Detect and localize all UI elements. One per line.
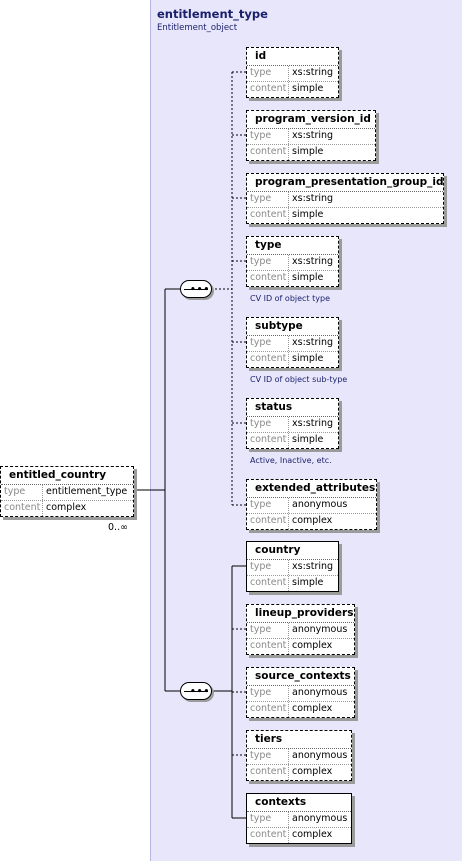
element-name: lineup_providers	[247, 605, 354, 623]
type-label: type	[247, 498, 289, 513]
content-value: simple	[292, 146, 324, 157]
type-value: xs:string	[292, 418, 334, 429]
content-value: simple	[292, 577, 324, 588]
content-value: complex	[46, 502, 87, 513]
content-value: complex	[292, 829, 333, 840]
content-label: content	[247, 576, 289, 591]
type-value: anonymous	[292, 687, 348, 698]
type-label: type	[247, 686, 289, 701]
type-label: type	[247, 812, 289, 827]
complex-type-title: entitlement_type	[157, 7, 268, 21]
type-value: xs:string	[292, 256, 334, 267]
type-value: anonymous	[292, 499, 348, 510]
content-label: content	[247, 82, 289, 97]
content-label: content	[247, 514, 289, 529]
type-label: type	[247, 192, 289, 207]
element-name: program_version_id	[247, 111, 375, 129]
element-name: type	[247, 237, 338, 255]
content-label: content	[247, 702, 289, 717]
type-label: type	[247, 749, 289, 764]
element-name: country	[247, 542, 338, 560]
content-value: simple	[292, 353, 324, 364]
type-label: type	[247, 66, 289, 81]
type-value: xs:string	[292, 193, 334, 204]
content-value: complex	[292, 766, 333, 777]
annotation-subtype: CV ID of object sub-type	[250, 375, 348, 384]
type-label: type	[1, 485, 43, 500]
type-label: type	[247, 623, 289, 638]
element-name: contexts	[247, 794, 351, 812]
content-label: content	[247, 828, 289, 843]
element-name: tiers	[247, 731, 351, 749]
sequence-compositor-1[interactable]: •••	[180, 280, 212, 298]
type-label: type	[247, 255, 289, 270]
type-label: type	[247, 129, 289, 144]
element-name: extended_attributes	[247, 480, 376, 498]
content-label: content	[247, 208, 289, 223]
content-value: simple	[292, 434, 324, 445]
root-element-name: entitled_country	[1, 467, 133, 485]
type-value: xs:string	[292, 561, 334, 572]
content-value: simple	[292, 83, 324, 94]
type-value: xs:string	[292, 67, 334, 78]
type-label: type	[247, 417, 289, 432]
type-value: entitlement_type	[46, 486, 128, 497]
content-label: content	[247, 352, 289, 367]
type-value: xs:string	[292, 130, 334, 141]
content-label: content	[1, 501, 43, 516]
type-value: xs:string	[292, 337, 334, 348]
content-value: complex	[292, 640, 333, 651]
sequence-compositor-2[interactable]: •••	[180, 682, 212, 700]
element-name: source_contexts	[247, 668, 354, 686]
type-label: type	[247, 560, 289, 575]
content-value: simple	[292, 209, 324, 220]
annotation-type: CV ID of object type	[250, 294, 330, 303]
content-label: content	[247, 271, 289, 286]
annotation-status: Active, Inactive, etc.	[250, 456, 332, 465]
content-label: content	[247, 765, 289, 780]
content-label: content	[247, 145, 289, 160]
content-value: complex	[292, 515, 333, 526]
element-name: program_presentation_group_id	[247, 174, 443, 192]
content-value: complex	[292, 703, 333, 714]
element-name: status	[247, 399, 338, 417]
element-name: id	[247, 48, 338, 66]
content-value: simple	[292, 272, 324, 283]
type-value: anonymous	[292, 750, 348, 761]
content-label: content	[247, 433, 289, 448]
type-value: anonymous	[292, 624, 348, 635]
element-name: subtype	[247, 318, 338, 336]
occurrence-label: 0..∞	[108, 522, 128, 533]
content-label: content	[247, 639, 289, 654]
type-label: type	[247, 336, 289, 351]
complex-type-subtitle: Entitlement_object	[157, 23, 238, 33]
type-value: anonymous	[292, 813, 348, 824]
